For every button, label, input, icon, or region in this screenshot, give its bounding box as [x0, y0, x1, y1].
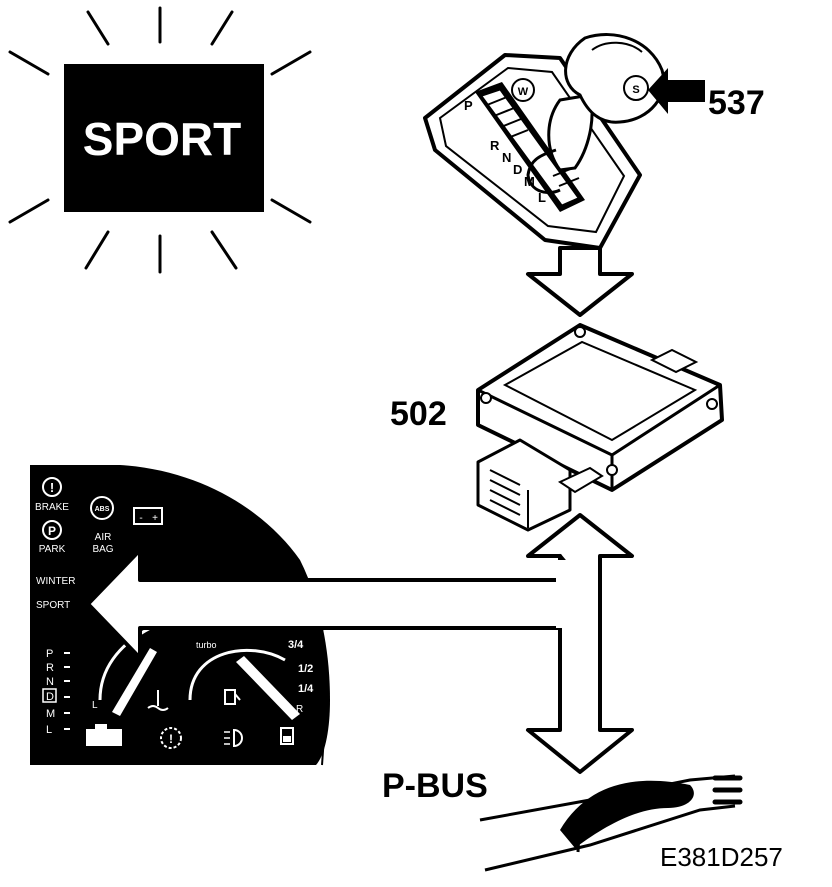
svg-text:R: R [296, 704, 303, 715]
sport-button: S [623, 75, 649, 101]
brake-warning: ! BRAKE [35, 477, 69, 513]
battery-icon: - + [133, 507, 163, 525]
park-warning: P PARK [39, 520, 66, 555]
svg-text:1/4: 1/4 [298, 683, 314, 695]
svg-text:3/4: 3/4 [288, 639, 304, 651]
cluster-gear-l: L [46, 724, 52, 736]
control-module: 502 [390, 323, 724, 532]
press-arrow [648, 68, 705, 114]
cluster-gear-r: R [46, 662, 54, 674]
control-module-label: 502 [390, 395, 447, 433]
gearbox-warning-icon: ! [160, 727, 182, 749]
abs-warning: ABS [90, 496, 114, 520]
svg-text:+: + [152, 513, 158, 524]
gear-pos-l: L [538, 190, 546, 205]
gear-pos-r: R [490, 138, 500, 153]
down-arrow-to-module [526, 246, 634, 317]
fuel-scale: 3/4 1/2 1/4 [288, 639, 314, 695]
gear-pos-p: P [464, 98, 473, 113]
gear-slot [475, 82, 585, 212]
abs-icon: ABS [95, 506, 110, 513]
gauge-brand: turbo [196, 640, 217, 650]
figure-code: E381D257 [660, 842, 783, 872]
gear-pos-d: D [513, 162, 522, 177]
svg-text:-: - [139, 513, 142, 524]
sport-indicator: SPORT [8, 6, 312, 274]
cluster-gear-d: D [46, 691, 54, 703]
signal-arrow-to-cluster [86, 548, 582, 660]
park-label: PARK [39, 544, 66, 555]
svg-text:S: S [632, 84, 639, 96]
gear-indicator-list: P R N D M L [42, 648, 70, 736]
p-bus-label: P-BUS [382, 767, 488, 805]
park-icon: P [48, 524, 56, 538]
fuel-needle [236, 656, 300, 720]
airbag-label-1: AIR [95, 532, 112, 543]
fuel-pump-icon [224, 689, 241, 705]
gear-pos-n: N [502, 150, 511, 165]
gauge-end-labels: L R [92, 700, 303, 715]
airbag-label-2: BAG [92, 544, 113, 555]
coolant-icon [147, 690, 169, 711]
sport-mode-label: SPORT [36, 600, 70, 611]
svg-text:1/2: 1/2 [298, 663, 313, 675]
fog-light-icon [224, 728, 243, 748]
gear-selector-label: 537 [708, 84, 765, 122]
svg-text:!: ! [169, 732, 173, 746]
svg-text:W: W [518, 86, 529, 98]
winter-mode-label: WINTER [36, 576, 75, 587]
p-bus-cable: P-BUS [382, 767, 743, 872]
bidirectional-bus-arrow [526, 513, 634, 774]
brake-label: BRAKE [35, 502, 69, 513]
cluster-gear-m: M [46, 708, 55, 720]
low-fuel-icon [280, 727, 294, 745]
airbag-warning: AIR BAG [92, 532, 113, 555]
gear-selector: P R N D M L W S 537 [423, 33, 765, 250]
light-rays [8, 6, 312, 274]
temperature-needle [112, 648, 157, 716]
cluster-gear-p: P [46, 648, 53, 660]
sport-sign [64, 64, 264, 212]
sport-sign-text: SPORT [83, 113, 241, 165]
svg-text:L: L [92, 700, 98, 711]
engine-check-icon [86, 724, 122, 746]
cluster-gear-n: N [46, 676, 54, 688]
brake-icon: ! [50, 480, 54, 495]
winter-button: W [511, 78, 535, 102]
